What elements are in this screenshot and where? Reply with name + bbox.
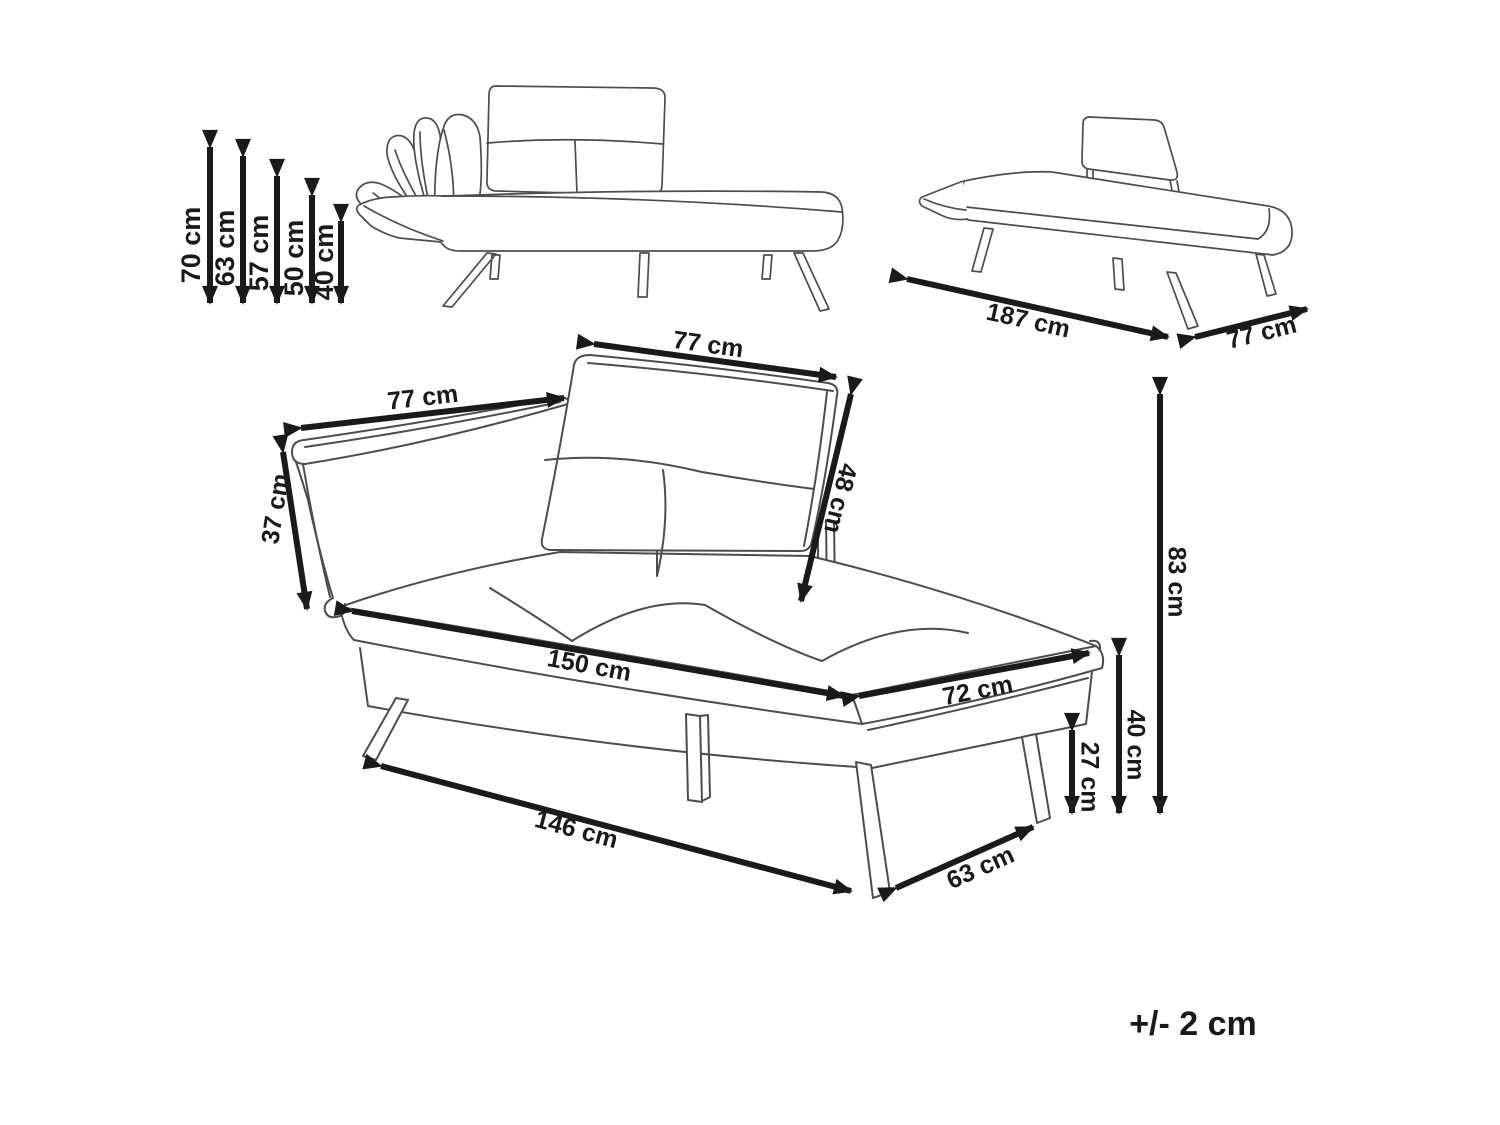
bed-width-label: 77 cm (1224, 310, 1300, 354)
side-view-sketch (355, 85, 844, 312)
bed-view-sketch (918, 116, 1293, 330)
bed-leg-3 (1166, 271, 1199, 330)
seat-cushion-corner (851, 694, 863, 725)
clearance-height-label: 27 cm (1075, 742, 1103, 813)
bed-leg-2 (1112, 257, 1125, 291)
bed-leg-4 (1255, 253, 1277, 297)
overall-height-label: 83 cm (1162, 547, 1190, 618)
base-length-label: 146 cm (532, 805, 621, 854)
side-leg-1 (442, 252, 497, 308)
middle-leg (685, 713, 703, 803)
height-63-label: 63 cm (210, 210, 240, 287)
height-70-label: 70 cm (176, 207, 206, 284)
bed-width-arrow (1176, 305, 1309, 349)
side-seat-edge (441, 195, 843, 213)
seat-width-arrow (840, 648, 1091, 707)
front-right-leg (855, 761, 891, 899)
bed-view-dimensions: 187 cm 77 cm (888, 267, 1309, 355)
armrest-side-edge-inner (302, 463, 331, 598)
bed-backrest-panel (1081, 116, 1179, 181)
height-50-label: 50 cm (279, 220, 309, 297)
backrest-width-arrow (575, 333, 838, 383)
back-cushion-seam-h (544, 456, 815, 490)
back-right-leg (1021, 733, 1051, 824)
side-view-dimensions: 70 cm 63 cm 57 cm 50 cm 40 cm (176, 129, 349, 305)
seat-height-label: 40 cm (1121, 710, 1149, 781)
side-cushion-seam-h (486, 138, 664, 145)
height-40-label: 40 cm (309, 224, 339, 301)
side-seat-fold (363, 205, 444, 242)
seat-length-arrow (333, 600, 846, 701)
armrest-height-label: 37 cm (256, 472, 295, 546)
perspective-sketch (291, 354, 1105, 899)
bed-length-arrow (888, 267, 1170, 342)
side-leg-4 (761, 254, 773, 280)
bed-mattress-edge (965, 206, 1271, 240)
bed-mattress (960, 170, 1293, 256)
bed-leg-1 (971, 227, 994, 273)
tolerance-note: +/- 2 cm (1129, 1005, 1257, 1043)
side-leg-5 (793, 252, 830, 312)
side-cushion-seam-v (574, 140, 578, 195)
base-width-arrow (877, 824, 1035, 903)
side-seat (355, 190, 844, 252)
side-leg-3 (637, 252, 650, 298)
seat-corner-curl (1089, 639, 1102, 651)
base-length-arrow (362, 753, 853, 895)
back-cushion-seam-v (656, 469, 667, 577)
armrest-length-arrow (283, 392, 566, 438)
bed-head-wedge-fold (923, 198, 967, 211)
side-leg-2 (489, 254, 501, 280)
armrest-height-arrow (272, 433, 313, 611)
height-57-label: 57 cm (244, 215, 274, 292)
bed-head-wedge (918, 180, 969, 221)
backrest-height-arrow (797, 375, 863, 603)
